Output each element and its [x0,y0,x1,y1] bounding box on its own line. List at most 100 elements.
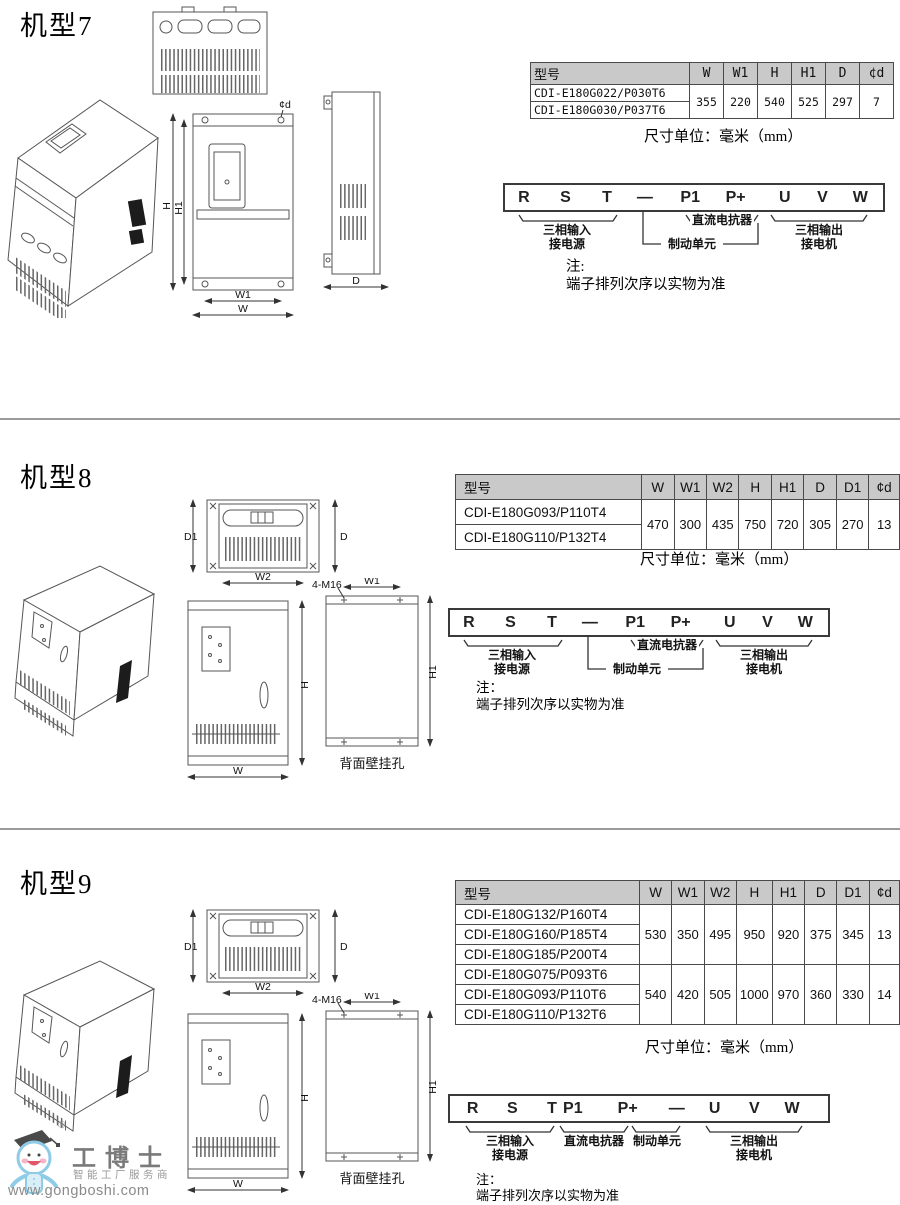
top-view-drawing: D1 D W2 [184,499,348,586]
column-header: H1 [791,62,826,85]
column-header: W2 [703,880,737,905]
back-view-caption: 背面壁挂孔 [339,1171,404,1186]
dimension-value: 13 [868,904,900,965]
column-header: H [738,474,772,500]
dimension-value: 220 [723,84,758,119]
terminal-V: V [748,1099,760,1117]
output-terminal-label: 三相输出接电机 [794,223,844,252]
dimension-value: 505 [703,964,737,1025]
column-header: W1 [671,880,705,905]
terminal-W: W [784,1099,800,1117]
section-title: 机型8 [20,463,94,493]
reactor-terminal-label: 直流电抗器 [689,213,755,228]
note: 注: 端子排列次序以实物为准 [566,258,726,294]
back-view-caption: 背面壁挂孔 [339,756,404,771]
terminal-P1: P1 [563,1099,583,1117]
section-title: 机型9 [20,869,94,899]
note-title: 注： [476,1172,503,1187]
dim-label-4m16: 4-M16 [312,994,342,1006]
dimension-value: 1000 [735,964,773,1025]
column-header: ¢d [859,62,894,85]
column-header: D [804,880,838,905]
section-model8: 机型8 D1 D W2 [0,418,900,828]
terminal-S: S [507,1099,518,1117]
unit-note: 尺寸单位：毫米（mm） [640,552,799,568]
dim-label-w1: W1 [235,289,251,301]
dim-label-h: H [163,202,173,210]
dimension-value: 720 [770,499,805,550]
front-view-drawing: H W [187,1013,311,1193]
dim-label-h: H [299,681,311,689]
model-name: CDI-E180G022/P030T6 [530,84,690,102]
dim-label-w2: W2 [255,571,271,583]
dimension-value: 920 [771,904,806,965]
terminal-T: T [547,613,557,631]
dimension-value: 350 [671,904,705,965]
dim-label-w2: W2 [255,981,271,993]
terminal-R: R [466,1099,479,1117]
dimension-value: 14 [868,964,900,1025]
dimension-value: 345 [836,904,870,965]
dim-label-h1: H1 [427,665,439,679]
column-header: H1 [771,880,806,905]
dimension-value: 300 [673,499,708,550]
model-name: CDI-E180G110/P132T6 [455,1004,640,1025]
reactor-terminal-label: 直流电抗器 [563,1134,625,1148]
brake-terminal-label: 制动单元 [612,662,662,676]
dimension-value: 495 [703,904,737,965]
dimension-value: 530 [638,904,673,965]
column-header: ¢d [868,474,900,500]
column-header: D [803,474,837,500]
terminal-P1: P1 [680,188,701,206]
column-header: 型号 [454,474,643,500]
output-terminal-label: 三相输出接电机 [729,1134,779,1163]
dim-label-h1: H1 [427,1080,439,1094]
dim-label-w: W [233,765,243,777]
dim-label-d1: D1 [184,941,198,953]
terminal-P+: P+ [670,613,691,631]
dimension-value: 470 [641,499,675,550]
terminal-S: S [560,188,571,206]
unit-note: 尺寸单位：毫米（mm） [645,1040,804,1056]
brand-tagline: 智能工厂服务商 [73,1169,171,1181]
note: 注： 端子排列次序以实物为准 [476,680,625,714]
dimension-value: 355 [689,84,724,119]
dim-label-phid: ¢d [279,99,291,111]
gongboshi-logo: ® 工博士 智能工厂服务商 www.gongboshi.com [6,1120,186,1204]
brand-name: 工博士 [72,1146,171,1172]
dimension-value: 540 [757,84,792,119]
column-header: D1 [835,474,870,500]
top-view-drawing: D1 D W2 [184,909,348,996]
column-header: W1 [723,62,758,85]
note: 注： 端子排列次序以实物为准 [476,1172,619,1205]
dim-label-4m16: 4-M16 [312,579,342,591]
terminal-U: U [778,188,791,206]
column-header: H1 [770,474,805,500]
isometric-drawing [7,99,159,318]
dimension-value: 750 [738,499,772,550]
terminal-V: V [762,613,773,631]
model-name: CDI-E180G093/P110T4 [454,499,643,525]
model-name: CDI-E180G093/P110T6 [455,984,640,1005]
input-terminal-label: 三相输入接电源 [485,1134,535,1163]
unit-note: 尺寸单位：毫米（mm） [644,129,803,145]
dimension-value: 7 [859,84,894,119]
model-name: CDI-E180G110/P132T4 [454,524,643,550]
brand-url: www.gongboshi.com [8,1183,150,1199]
front-view-drawing: H W [187,600,311,780]
column-header: W2 [705,474,740,500]
dimension-value: 305 [803,499,837,550]
terminal-S: S [505,613,516,631]
dimension-value: 360 [804,964,838,1025]
column-header: W1 [673,474,708,500]
back-view-drawing: W1 4-M16 H1 背面壁挂孔 [312,993,439,1186]
